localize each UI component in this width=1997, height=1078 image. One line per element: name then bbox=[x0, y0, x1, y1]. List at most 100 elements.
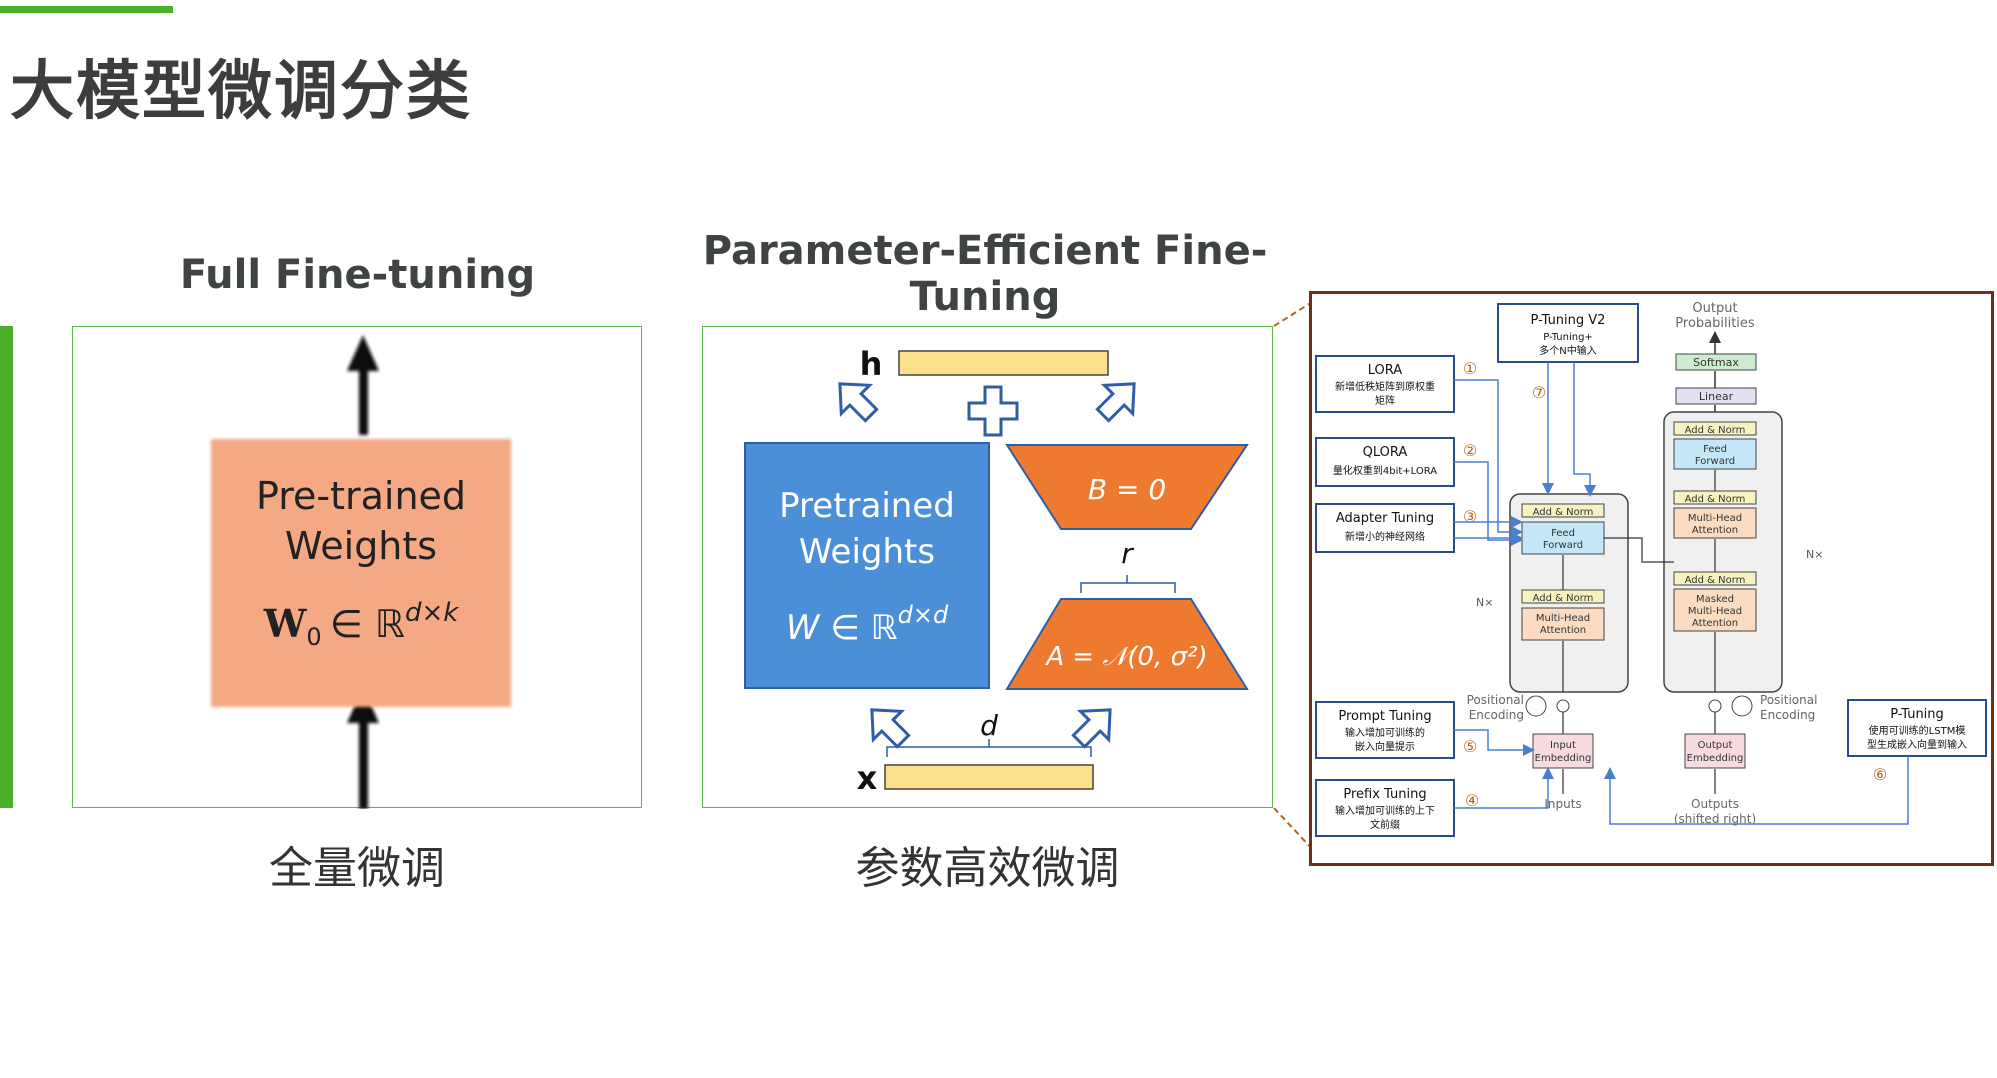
peft-w-formula: W ∈ ℝd×d bbox=[786, 601, 949, 648]
peft-heading-line2: Tuning bbox=[909, 274, 1061, 320]
decoder-addnorm-3 bbox=[1673, 421, 1757, 436]
svg-text:新增小的神经网络: 新增小的神经网络 bbox=[1345, 530, 1425, 543]
plus-icon bbox=[967, 385, 1019, 437]
full-formula: W0∈ ℝd×k bbox=[263, 598, 460, 651]
arrow-up-left-icon bbox=[1095, 382, 1136, 423]
peft-heading: Parameter-Efficient Fine- Tuning bbox=[700, 228, 1270, 320]
decoder-feedforward bbox=[1673, 438, 1757, 470]
softmax-box bbox=[1675, 353, 1757, 371]
outputs-label: Outputs(shifted right) bbox=[1674, 797, 1756, 826]
encoder-multihead bbox=[1521, 607, 1605, 641]
svg-text:⑥: ⑥ bbox=[1873, 765, 1887, 784]
h-bar bbox=[898, 350, 1109, 376]
svg-text:②: ② bbox=[1463, 441, 1477, 460]
pretrained-weights-box bbox=[211, 439, 511, 707]
svg-text:⑦: ⑦ bbox=[1532, 383, 1546, 402]
full-finetuning-diagram: Pre-trained Weights W0∈ ℝd×k bbox=[211, 335, 511, 809]
r-label: r bbox=[1121, 537, 1134, 570]
decoder-addnorm-3-label: Add & Norm bbox=[1685, 425, 1746, 436]
svg-text:P-Tuning+多个N中输入: P-Tuning+多个N中输入 bbox=[1539, 332, 1596, 357]
svg-text:输入增加可训练的嵌入向量提示: 输入增加可训练的嵌入向量提示 bbox=[1345, 726, 1425, 753]
decoder-nx-label: N× bbox=[1806, 548, 1823, 561]
svg-text:量化权重到4bit+LORA: 量化权重到4bit+LORA bbox=[1333, 464, 1437, 477]
a-formula: A = 𝒩(0, σ²) bbox=[1044, 642, 1207, 672]
x-bar bbox=[884, 764, 1094, 790]
method-ptuning-v2: P-Tuning V2 P-Tuning+多个N中输入 ⑦ bbox=[1497, 303, 1639, 402]
svg-text:QLORA: QLORA bbox=[1363, 445, 1408, 460]
linear-box bbox=[1675, 387, 1757, 405]
encoder-addnorm-2 bbox=[1521, 503, 1605, 518]
full-box-line2: Weights bbox=[285, 524, 437, 568]
svg-text:P-Tuning: P-Tuning bbox=[1890, 707, 1944, 722]
svg-text:LORA: LORA bbox=[1368, 363, 1403, 378]
method-qlora: QLORA 量化权重到4bit+LORA ② bbox=[1315, 437, 1477, 487]
matrix-a-trapezoid bbox=[1005, 598, 1249, 690]
method-prompt-tuning: Prompt Tuning 输入增加可训练的嵌入向量提示 ⑤ bbox=[1315, 701, 1477, 759]
peft-pretrained-line1: Pretrained bbox=[779, 486, 955, 526]
svg-text:③: ③ bbox=[1463, 507, 1477, 526]
decoder-addnorm-1-label: Add & Norm bbox=[1685, 575, 1746, 586]
linear-label: Linear bbox=[1699, 390, 1734, 403]
d-label: d bbox=[980, 709, 998, 742]
svg-text:输入增加可训练的上下文前缀: 输入增加可训练的上下文前缀 bbox=[1335, 804, 1435, 831]
encoder-add-icon bbox=[1556, 699, 1570, 713]
lora-diagram: h Pretrained Weights W ∈ ℝd×d B = 0 r A … bbox=[744, 345, 1249, 797]
peft-panel: h Pretrained Weights W ∈ ℝd×d B = 0 r A … bbox=[702, 326, 1273, 808]
output-embedding-box bbox=[1684, 733, 1746, 769]
svg-text:①: ① bbox=[1463, 359, 1477, 378]
decoder-masked-multihead bbox=[1673, 588, 1757, 632]
svg-text:使用可训练的LSTM模型生成嵌入向量到输入: 使用可训练的LSTM模型生成嵌入向量到输入 bbox=[1867, 724, 1967, 751]
svg-text:P-Tuning V2: P-Tuning V2 bbox=[1531, 313, 1606, 328]
method-adapter-tuning: Adapter Tuning 新增小的神经网络 ③ bbox=[1315, 503, 1477, 553]
d-brace bbox=[886, 739, 1092, 757]
encoder-addnorm-1-label: Add & Norm bbox=[1533, 593, 1594, 604]
svg-text:新增低秩矩阵到原权重矩阵: 新增低秩矩阵到原权重矩阵 bbox=[1335, 380, 1435, 407]
decoder-addnorm-2-label: Add & Norm bbox=[1685, 494, 1746, 505]
input-embedding-box bbox=[1532, 733, 1594, 769]
method-lora: LORA 新增低秩矩阵到原权重矩阵 ① bbox=[1315, 355, 1477, 413]
peft-caption: 参数高效微调 bbox=[855, 843, 1120, 894]
peft-pretrained-line2: Weights bbox=[799, 532, 935, 572]
slide-title: 大模型微调分类 bbox=[10, 55, 472, 129]
svg-text:⑤: ⑤ bbox=[1463, 737, 1477, 756]
svg-text:Prompt Tuning: Prompt Tuning bbox=[1338, 709, 1431, 724]
full-box-line1: Pre-trained bbox=[256, 474, 466, 518]
x-label: x bbox=[857, 759, 878, 797]
b-formula: B = 0 bbox=[1088, 473, 1166, 506]
full-finetuning-heading: Full Fine-tuning bbox=[179, 252, 536, 298]
arrow-up-right-icon bbox=[838, 382, 879, 423]
decoder-add-icon bbox=[1708, 699, 1722, 713]
encoder-posenc-icon bbox=[1525, 695, 1547, 717]
decoder-posenc-icon bbox=[1731, 695, 1753, 717]
peft-heading-line1: Parameter-Efficient Fine- bbox=[702, 228, 1268, 274]
matrix-b-trapezoid bbox=[1005, 444, 1249, 530]
softmax-label: Softmax bbox=[1693, 356, 1739, 369]
encoder-nx-label: N× bbox=[1476, 596, 1493, 609]
svg-text:Adapter Tuning: Adapter Tuning bbox=[1336, 511, 1434, 526]
decoder-multihead bbox=[1673, 507, 1757, 539]
inputs-label: Inputs bbox=[1544, 797, 1581, 811]
r-brace bbox=[1080, 575, 1176, 593]
svg-text:④: ④ bbox=[1465, 791, 1479, 810]
method-ptuning: P-Tuning 使用可训练的LSTM模型生成嵌入向量到输入 ⑥ bbox=[1847, 699, 1987, 784]
pretrained-weights-box bbox=[744, 442, 990, 689]
arrow-up-left-bottom-icon bbox=[870, 708, 911, 749]
accent-bar-left bbox=[0, 326, 13, 808]
up-arrow-top bbox=[347, 335, 379, 435]
h-label: h bbox=[860, 345, 883, 383]
encoder-addnorm-2-label: Add & Norm bbox=[1533, 507, 1594, 518]
encoder-feedforward bbox=[1521, 521, 1605, 555]
arrow-up-right-bottom-icon bbox=[1071, 708, 1112, 749]
